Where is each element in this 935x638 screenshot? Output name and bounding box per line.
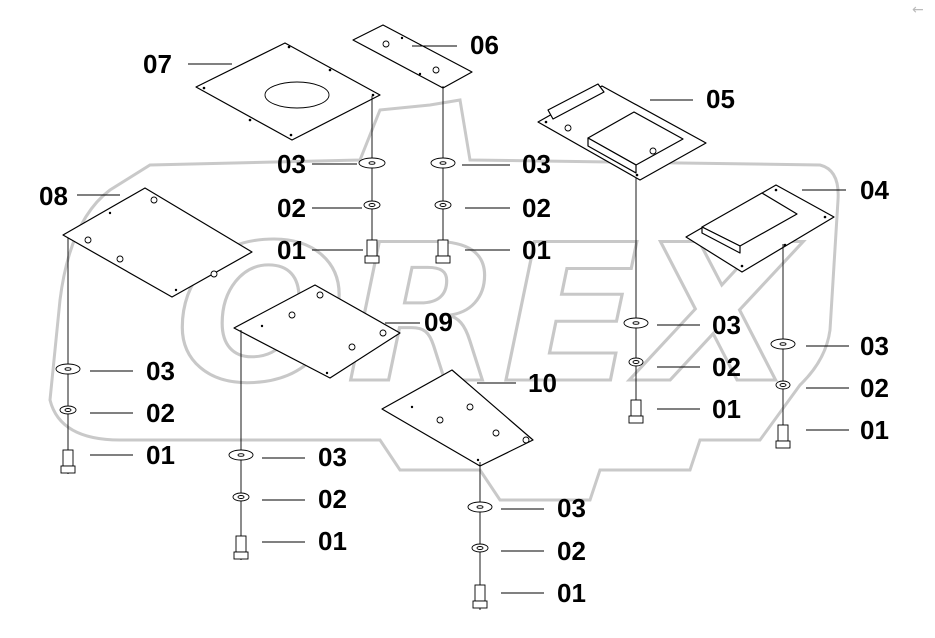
callout-a-02: 02 [277, 193, 306, 223]
callout-b-02: 02 [522, 193, 551, 223]
callout-f-02: 02 [318, 484, 347, 514]
callout-d-01: 01 [860, 415, 889, 445]
callout-d-03: 03 [860, 331, 889, 361]
callout-06: 06 [470, 30, 499, 60]
callout-08: 08 [39, 181, 68, 211]
callout-c-03: 03 [712, 310, 741, 340]
fastener-stack-e [55, 238, 133, 474]
callout-b-03: 03 [522, 149, 551, 179]
callout-b-01: 01 [522, 235, 551, 265]
fastener-stack-c [623, 178, 700, 424]
callout-a-01: 01 [277, 235, 306, 265]
callout-c-01: 01 [712, 394, 741, 424]
callout-07: 07 [143, 49, 172, 79]
callout-c-02: 02 [712, 352, 741, 382]
fastener-stack-b [430, 86, 510, 264]
plate-07 [195, 42, 381, 141]
callout-09: 09 [424, 307, 453, 337]
plate-04 [685, 184, 835, 273]
callout-g-03: 03 [557, 493, 586, 523]
fastener-stack-d [770, 244, 849, 449]
callout-10: 10 [528, 368, 557, 398]
plate-08 [62, 187, 253, 298]
watermark-gear-outline [48, 98, 840, 502]
fastener-stack-a [312, 96, 386, 264]
corner-mark: ← [912, 2, 924, 18]
callout-04: 04 [860, 175, 889, 205]
callout-f-01: 01 [318, 526, 347, 556]
callout-d-02: 02 [860, 373, 889, 403]
callout-g-02: 02 [557, 536, 586, 566]
fastener-stack-f [228, 330, 305, 560]
callout-05: 05 [706, 84, 735, 114]
fastener-stack-g [467, 462, 544, 610]
callout-g-01: 01 [557, 578, 586, 608]
callout-f-03: 03 [318, 442, 347, 472]
callout-e-01: 01 [146, 440, 175, 470]
callout-a-03: 03 [277, 149, 306, 179]
plate-09 [233, 284, 401, 379]
callout-e-02: 02 [146, 398, 175, 428]
plate-05 [537, 83, 707, 181]
plate-06 [352, 24, 473, 89]
callout-e-03: 03 [146, 356, 175, 386]
plate-10 [381, 369, 534, 467]
